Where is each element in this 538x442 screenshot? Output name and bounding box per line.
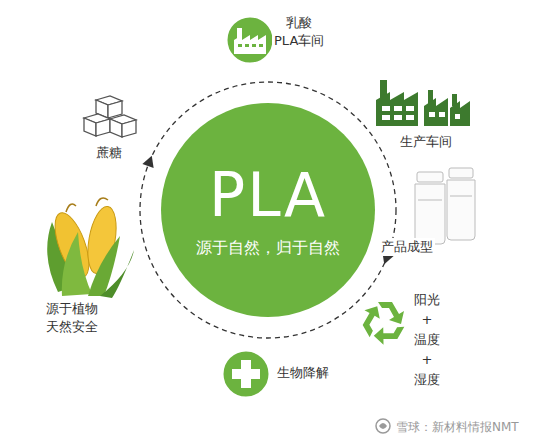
workshop-icon xyxy=(226,16,274,64)
cycle-ring xyxy=(140,82,396,338)
cross-icon xyxy=(222,350,270,398)
factory-icon xyxy=(376,80,470,126)
stage-label: 生物降解 xyxy=(275,364,331,382)
stage-label: 源于植物 天然安全 xyxy=(44,300,100,336)
stage-label: 蔗糖 xyxy=(94,144,124,162)
cycle-arrowhead xyxy=(142,154,157,168)
circle-slogan: 源于自然，归于自然 xyxy=(196,238,340,259)
stage-label: 乳酸 PLA车间 xyxy=(272,14,326,50)
watermark: 雪球：新材料情报NMT xyxy=(394,418,521,436)
circle-title: PLA xyxy=(209,162,327,228)
recycle-symbol xyxy=(357,302,405,349)
stage-label: 生产车间 xyxy=(398,133,454,151)
bottle-drawing xyxy=(415,168,475,244)
condition-label: 阳光 + 温度 + 湿度 xyxy=(412,290,442,390)
corn-drawing xyxy=(47,198,134,298)
center-circle: PLA 源于自然，归于自然 xyxy=(160,102,376,318)
circle-fill xyxy=(161,103,375,317)
watermark-logo xyxy=(376,419,390,433)
sugar-cubes xyxy=(84,96,136,137)
stage-label: 产品成型 xyxy=(379,238,435,256)
